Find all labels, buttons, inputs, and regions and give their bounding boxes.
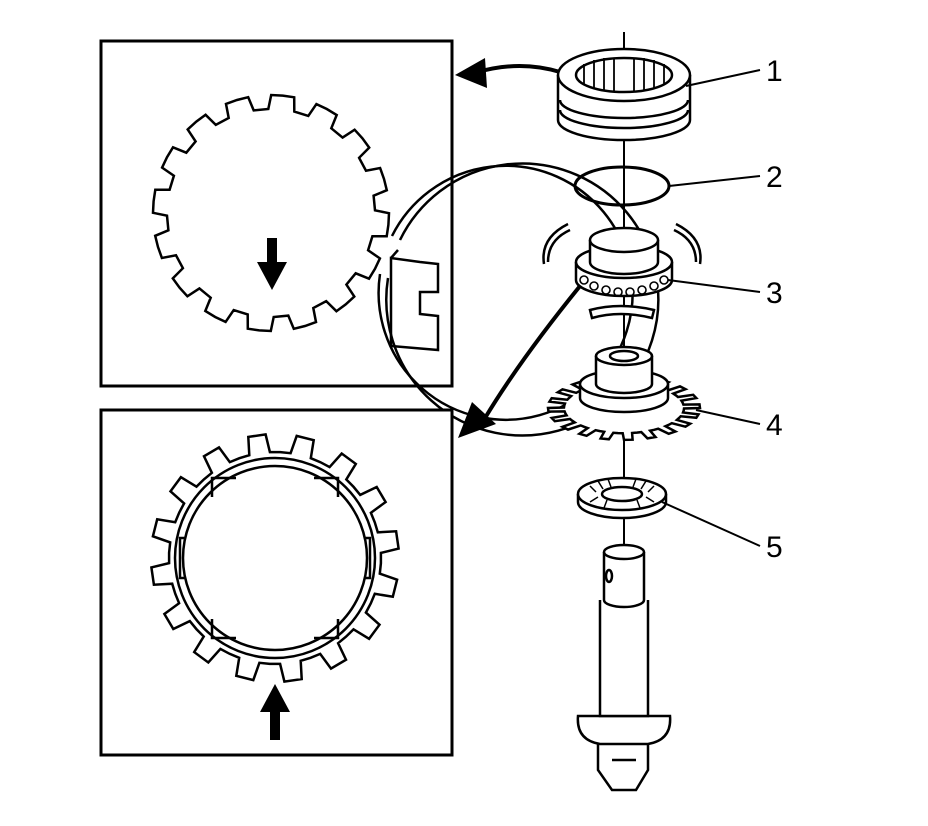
callout-2: 2 <box>766 161 783 194</box>
down-arrow-icon <box>257 238 287 290</box>
callout-5: 5 <box>766 531 783 564</box>
pointer-arrow-to-top-box <box>455 58 561 88</box>
part-1-synchronizer-sleeve <box>556 47 692 142</box>
output-shaft <box>576 543 672 792</box>
detail-box-bottom <box>99 408 454 757</box>
callout-leaders <box>661 69 761 547</box>
sleeve-section-profile <box>389 249 440 352</box>
up-arrow-icon <box>260 684 290 740</box>
callout-3: 3 <box>766 277 783 310</box>
synchronizer-ring-outer-teeth <box>150 433 400 683</box>
pointer-arrow-to-bottom-box <box>458 284 582 438</box>
part-2-snap-ring <box>573 165 671 207</box>
part-3-blocker-ring-assembly <box>542 222 702 320</box>
callout-1: 1 <box>766 55 783 88</box>
part-5-thrust-bearing <box>576 476 668 520</box>
detail-box-top <box>99 39 660 437</box>
callout-4: 4 <box>766 409 783 442</box>
part-4-helical-gear <box>546 345 702 442</box>
synchronizer-sleeve-inner-splines <box>151 93 660 437</box>
callout-labels: 1 2 3 4 5 <box>766 55 783 564</box>
